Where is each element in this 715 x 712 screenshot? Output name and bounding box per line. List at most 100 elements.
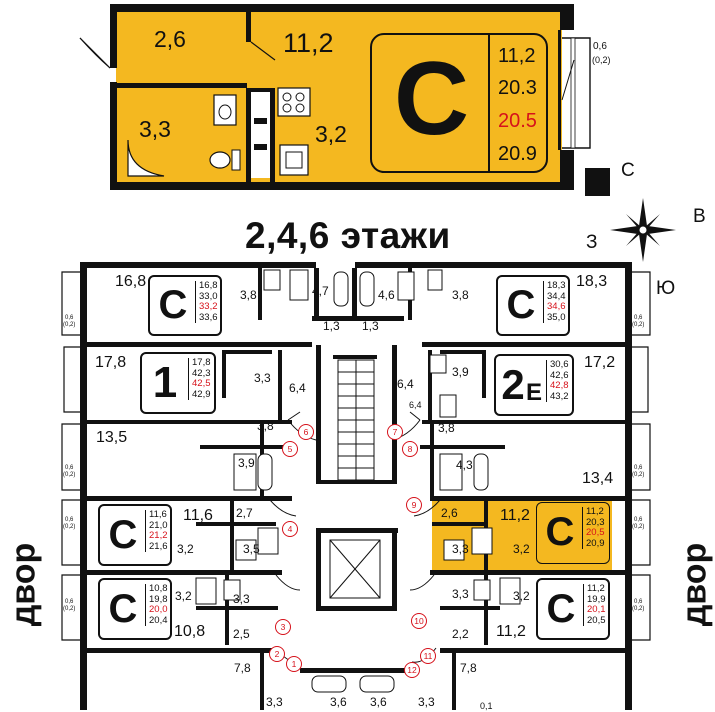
top-unit-value-4: 20.9 [498,143,537,165]
unit-value: 19,9 [587,593,606,605]
unit-type-letter: С [546,587,576,631]
unit-badge-r3: С 11,2 20,3 20,5 20,9 [536,502,610,564]
room-area: 3,3 [418,695,435,709]
top-room-area: 11,2 [283,28,334,58]
room-area: 4,6 [378,288,395,302]
room-area-mr2: 17,2 [584,354,616,371]
balcony-area: (0,2) [63,322,76,328]
door-number: 9 [406,497,422,513]
room-area: 7,8 [460,661,477,675]
room-area: 2,6 [441,506,458,520]
room-area: 3,3 [266,695,283,709]
unit-value: 42,5 [192,378,211,389]
unit-value: 43,2 [550,390,569,402]
door-number: 5 [282,441,298,457]
unit-value: 42,3 [192,367,211,379]
unit-type-letter: С [158,283,188,327]
compass-west: З [586,232,598,253]
room-area: 3,3 [233,592,250,606]
room-area: 4,7 [312,284,329,298]
unit-type-letter: 2 [501,361,525,408]
unit-type-letter: С [108,513,138,557]
unit-value: 20,9 [586,537,605,549]
compass-east: В [693,206,706,227]
unit-value: 33,6 [199,311,218,323]
unit-badge-l4: С 10,8 19,8 20,0 20,4 [98,578,172,640]
room-area-tr: 18,3 [576,273,608,290]
top-balcony-area: 0,6 [593,41,607,52]
room-area: 3,8 [438,421,455,435]
unit-badge-ml1: 1 17,8 42,3 42,5 42,9 [140,352,216,414]
top-unit-value-1: 11,2 [498,45,536,67]
room-area: 4,3 [456,458,473,472]
unit-value: 20,3 [586,516,605,528]
unit-value: 20,4 [149,614,168,626]
door-number: 12 [404,662,420,678]
unit-badge-l3: С 11,6 21,0 21,2 21,6 [98,504,172,566]
unit-value: 42,9 [192,388,211,400]
yard-label-right: двор [675,542,714,627]
balcony-area: (0,2) [632,472,645,478]
room-area: 3,3 [452,587,469,601]
unit-value: 34,6 [547,301,566,312]
unit-badge-r4: С 11,2 19,9 20,1 20,5 [536,578,610,640]
unit-value: 42,8 [550,380,569,391]
unit-value: 35,0 [547,311,566,323]
door-number: 2 [269,646,285,662]
top-unit-type-letter: С [394,41,470,157]
room-area: 3,2 [177,542,194,556]
room-area: 3,9 [238,456,255,470]
room-area: 7,8 [234,661,251,675]
unit-value: 10,8 [149,583,168,594]
unit-value: 33,0 [199,290,218,302]
balcony-area: 0,6 [634,599,643,605]
unit-value: 20,5 [586,527,605,538]
room-area-tl: 16,8 [115,273,147,290]
balcony-area: 0,6 [634,517,643,523]
room-area-l3: 11,6 [183,507,213,524]
balcony-area: (0,2) [63,606,76,612]
unit-value: 16,8 [199,280,218,291]
room-area-ml1: 17,8 [95,354,127,371]
room-area: 13,4 [582,470,614,487]
unit-type-letter: 1 [152,358,178,407]
compass-south: Ю [656,278,676,299]
room-area: 2,7 [236,506,253,520]
unit-badge-mr2: 2 Е 30,6 42,6 42,8 43,2 [494,354,574,416]
room-area: 3,6 [370,695,387,709]
unit-value: 20,5 [587,614,606,626]
balcony-area: 0,6 [65,517,74,523]
room-area: 2,2 [452,627,469,641]
door-number: 1 [286,656,302,672]
floors-title: 2,4,6 этажи [245,215,451,256]
unit-value: 20,1 [587,604,606,615]
room-area-l4: 10,8 [174,623,206,640]
top-kitchen-area: 3,2 [315,121,347,147]
unit-type-subletter: Е [525,379,542,406]
room-area-r4: 11,2 [496,623,526,640]
room-area: 3,9 [452,365,469,379]
room-area: 0,1 [480,701,493,711]
door-number: 11 [420,648,436,664]
unit-value: 11,2 [586,506,604,517]
balcony-area: (0,2) [63,524,76,530]
room-area: 2,5 [233,627,250,641]
top-unit-value-2: 20.3 [498,77,537,99]
balcony-area: (0,2) [632,322,645,328]
unit-value: 34,4 [547,290,566,302]
room-area: 1,3 [362,319,379,333]
door-number: 8 [402,441,418,457]
unit-value: 21,0 [149,519,168,531]
room-area: 3,2 [513,542,530,556]
compass-north: С [621,160,635,181]
unit-value: 21,2 [149,530,168,541]
room-area: 3,8 [240,288,257,302]
room-area: 3,3 [254,371,271,385]
room-area: 6,4 [289,381,306,395]
unit-value: 18,3 [547,280,566,291]
top-unit-value-3: 20.5 [498,110,537,132]
room-area: 3,6 [330,695,347,709]
balcony-area: 0,6 [65,465,74,471]
door-number: 10 [411,613,427,629]
